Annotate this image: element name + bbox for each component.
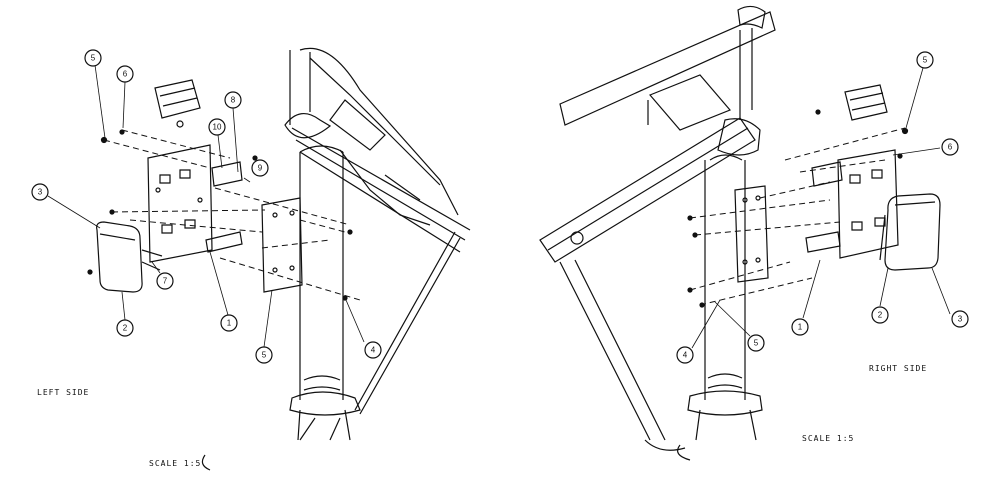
right-scale-label: SCALE 1:5 xyxy=(802,434,855,443)
left-callout-7: 2 xyxy=(123,324,128,333)
left-callout-4: 9 xyxy=(258,164,263,173)
left-callout-balloons: 5 6 8 10 9 3 7 2 1 5 4 xyxy=(32,50,381,363)
left-callout-8: 1 xyxy=(227,319,232,328)
left-hardware-dashes xyxy=(104,130,360,300)
left-callout-2: 8 xyxy=(231,96,236,105)
right-callout-3: 2 xyxy=(878,311,883,320)
right-bracket-plate xyxy=(735,186,768,282)
right-callout-balloons: 5 6 1 2 3 4 5 xyxy=(677,52,968,363)
right-callout-0: 5 xyxy=(923,56,928,65)
right-callout-4: 3 xyxy=(958,315,963,324)
left-frame xyxy=(202,48,470,470)
right-leaders xyxy=(692,68,950,348)
left-side-label: LEFT SIDE xyxy=(37,388,90,397)
left-fasteners xyxy=(88,130,352,300)
left-beacon-lamp xyxy=(155,80,200,127)
right-callout-5: 4 xyxy=(683,351,688,360)
right-beacon-lamp xyxy=(845,85,887,120)
left-callout-6: 7 xyxy=(163,277,168,286)
right-frame xyxy=(540,6,775,460)
right-hardware-dashes xyxy=(690,128,905,305)
left-scale-label: SCALE 1:5 xyxy=(149,459,202,468)
left-callout-0: 5 xyxy=(91,54,96,63)
right-callout-6: 5 xyxy=(754,339,759,348)
left-callout-1: 6 xyxy=(123,70,128,79)
left-mounting-plate xyxy=(148,145,242,262)
left-callout-5: 3 xyxy=(38,188,43,197)
left-callout-3: 10 xyxy=(213,123,222,132)
left-callout-10: 4 xyxy=(371,346,376,355)
right-callout-2: 1 xyxy=(798,323,803,332)
left-callout-9: 5 xyxy=(262,351,267,360)
left-light-housing xyxy=(97,222,162,292)
right-side-label: RIGHT SIDE xyxy=(869,364,928,373)
right-mounting-plate xyxy=(806,150,898,258)
left-bracket-plate xyxy=(262,198,302,292)
right-light-housing xyxy=(880,194,940,270)
right-callout-1: 6 xyxy=(948,143,953,152)
left-leaders xyxy=(48,65,364,347)
right-fasteners xyxy=(688,110,908,307)
